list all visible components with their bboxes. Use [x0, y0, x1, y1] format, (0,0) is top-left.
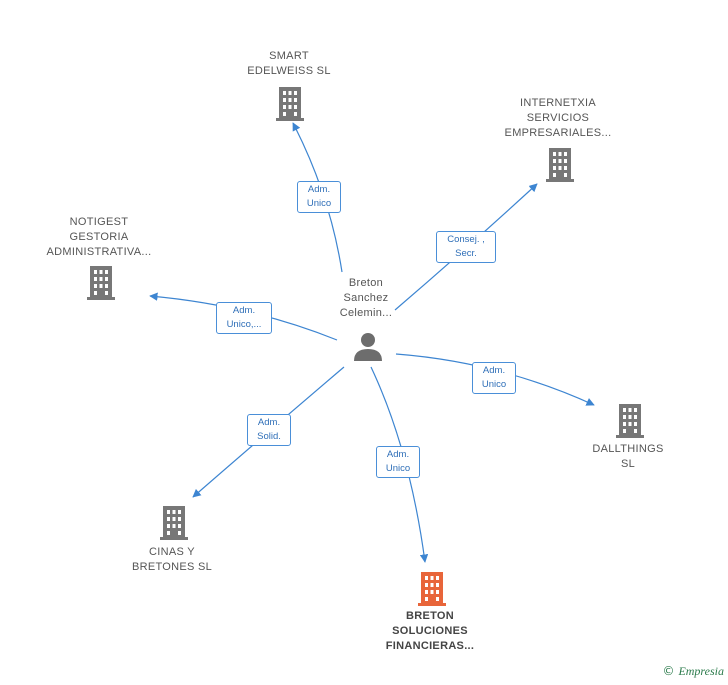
building-icon-highlight[interactable] [417, 570, 447, 606]
edge-label-notigest: Adm. Unico,... [216, 302, 272, 334]
building-icon[interactable] [275, 85, 305, 121]
building-icon[interactable] [615, 402, 645, 438]
building-icon[interactable] [159, 504, 189, 540]
center-person-name[interactable]: Breton Sanchez Celemin... [339, 277, 393, 319]
company-label-breton[interactable]: BRETON SOLUCIONES FINANCIERAS... [385, 610, 475, 652]
edge-label-internetxia: Consej. , Secr. [436, 231, 496, 263]
edge-label-cinas: Adm. Solid. [247, 414, 291, 446]
company-label-notigest[interactable]: NOTIGEST GESTORIA ADMINISTRATIVA... [46, 216, 152, 258]
edge-label-breton: Adm. Unico [376, 446, 420, 478]
copyright-symbol: © [662, 664, 675, 678]
person-icon[interactable] [352, 330, 384, 362]
building-icon[interactable] [545, 146, 575, 182]
company-label-dallthings[interactable]: DALLTHINGS SL [592, 443, 664, 470]
copyright-footer: ©Empresia [662, 664, 724, 679]
company-label-cinas[interactable]: CINAS Y BRETONES SL [131, 546, 213, 573]
brand-name[interactable]: Empresia [678, 664, 724, 678]
edge-label-smart: Adm. Unico [297, 181, 341, 213]
edge-label-dallthings: Adm. Unico [472, 362, 516, 394]
company-label-internetxia[interactable]: INTERNETXIA SERVICIOS EMPRESARIALES... [504, 97, 612, 139]
building-icon[interactable] [86, 264, 116, 300]
company-label-smart[interactable]: SMART EDELWEISS SL [247, 50, 331, 77]
